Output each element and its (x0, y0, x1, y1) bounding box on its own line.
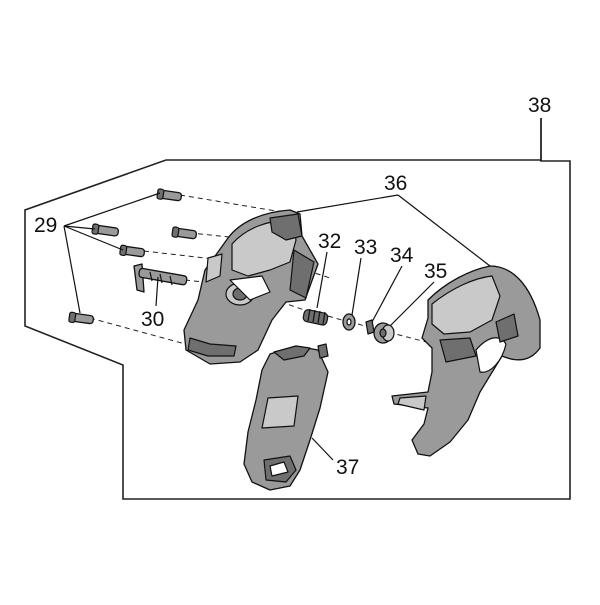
rear-housing (183, 209, 319, 365)
spring-32 (302, 308, 329, 326)
callout-32: 32 (318, 230, 341, 253)
clip-34 (365, 319, 375, 335)
screw-29-b (91, 223, 120, 237)
callout-36: 36 (384, 172, 407, 195)
latch-30 (133, 263, 188, 293)
screw-29-a (156, 188, 183, 202)
screw-29-d (119, 244, 146, 258)
bushing-35 (373, 322, 395, 344)
callout-33: 33 (354, 236, 377, 259)
callout-30: 30 (141, 308, 164, 331)
screw-29-e (68, 311, 95, 325)
callout-37: 37 (336, 456, 359, 479)
assembly-boundary-38 (24, 118, 571, 500)
callout-35: 35 (424, 260, 447, 283)
side-cover-37 (243, 343, 329, 491)
front-housing (391, 265, 541, 457)
screw-29-c (171, 226, 198, 240)
callout-38: 38 (528, 94, 551, 117)
washer-33 (342, 313, 356, 331)
leader-lines (63, 118, 542, 461)
callout-29: 29 (34, 214, 57, 237)
callout-34: 34 (390, 244, 414, 267)
